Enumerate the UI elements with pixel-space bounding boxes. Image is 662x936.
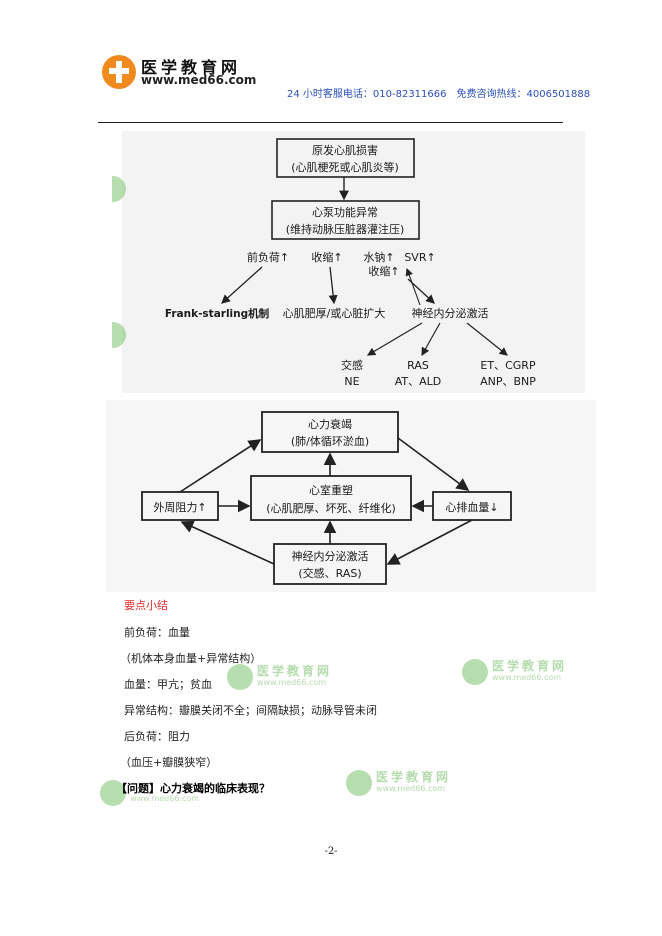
box-output-label: 心排血量↓ [445, 500, 498, 514]
box-primary-damage [276, 138, 415, 178]
box-remodel-line1: 心室重塑 [309, 483, 353, 497]
header-divider [98, 122, 563, 123]
note-blood-volume: 血量：甲亢；贫血 [124, 678, 212, 691]
note-afterload: 后负荷：阻力 [124, 730, 190, 743]
label-at-ald: AT、ALD [395, 375, 442, 388]
watermark-text: 医学教育网 [376, 770, 452, 784]
box-neuro-line2: (交感、RAS) [298, 566, 361, 580]
box-remodel-line2: (心肌肥厚、坏死、纤维化) [266, 501, 396, 515]
watermark-icon [112, 176, 126, 202]
note-abnormal-structure: 异常结构：瓣膜关闭不全；间隔缺损；动脉导管未闭 [124, 704, 377, 717]
box-pump-dysfunction [271, 200, 420, 240]
label-ras: RAS [407, 359, 429, 372]
label-preload: 前负荷↑ [247, 250, 289, 264]
watermark-url: www.med66.com [492, 673, 562, 682]
box-pump-line2: (维持动脉压脏器灌注压) [286, 222, 405, 236]
label-ne: NE [344, 375, 359, 388]
note-preload-detail: （机体本身血量+异常结构） [120, 652, 262, 665]
hotline-text: 24 小时客服电话：010-82311666 免费咨询热线：4006501888 [287, 89, 591, 100]
question-heading: 【问题】心力衰竭的临床表现？ [116, 782, 270, 795]
logo-url: www.med66.com [141, 73, 257, 87]
box-heart-failure [261, 411, 399, 453]
diagram2-vicious-cycle: 心力衰竭 (肺/体循环淤血) 心室重塑 (心肌肥厚、坏死、纤维化) 外周阻力↑ … [106, 400, 596, 592]
watermark-icon [100, 780, 126, 806]
label-hypertrophy: 心肌肥厚/或心脏扩大 [283, 306, 386, 320]
box-primary-damage-line2: (心肌梗死或心肌炎等) [291, 160, 399, 174]
page-number: -2- [324, 846, 338, 857]
logo-cross-icon [109, 61, 129, 83]
label-contract2: 收缩↑ [368, 264, 399, 278]
arrow-hf-to-output [397, 437, 470, 491]
box-resistance-label: 外周阻力↑ [153, 501, 206, 514]
box-pump-line1: 心泵功能异常 [312, 205, 378, 219]
box-primary-damage-line1: 原发心肌损害 [312, 143, 378, 157]
label-et-cgrp: ET、CGRP [480, 359, 536, 372]
arrow-to-hypertrophy [328, 266, 338, 305]
watermark-left-mid [112, 322, 126, 348]
watermark-url: www.med66.com [376, 784, 446, 793]
watermark-url: www.med66.com [130, 794, 200, 803]
arrow-to-frank [221, 266, 263, 304]
label-frank-starling: Frank-starling机制 [165, 307, 269, 320]
watermark-icon [112, 322, 126, 348]
arrow-resistance-to-hf [179, 439, 262, 493]
watermark-icon [462, 659, 488, 685]
label-sodium: 水钠↑ [363, 250, 394, 264]
watermark-icon [227, 664, 253, 690]
arrow-to-sympathetic [366, 322, 423, 356]
label-sympathetic: 交感 [341, 358, 363, 372]
box-remodeling [250, 475, 412, 521]
watermark-left-top [112, 176, 126, 202]
arrow-output-to-neuro [386, 519, 473, 565]
watermark-icon [346, 770, 372, 796]
label-anp-bnp: ANP、BNP [480, 375, 536, 388]
watermark-text: 医学教育网 [492, 659, 568, 673]
arrow-to-et [466, 322, 508, 356]
arrow-neuro-feedback [405, 267, 421, 306]
label-svr: SVR↑ [404, 251, 435, 264]
label-contract: 收缩↑ [311, 250, 342, 264]
box-hf-line1: 心力衰竭 [308, 417, 352, 431]
box-neuro-line1: 神经内分泌激活 [292, 549, 369, 563]
diagram1-pathophysiology: 原发心肌损害 (心肌梗死或心肌炎等) 心泵功能异常 (维持动脉压脏器灌注压) 前… [165, 138, 536, 388]
logo-text: 医学教育网 [141, 58, 242, 77]
watermark-text: 医学教育网 [257, 664, 333, 678]
arrow-to-ras [421, 322, 441, 357]
label-neuro: 神经内分泌激活 [412, 306, 489, 320]
summary-heading: 要点小结 [124, 599, 168, 612]
arrow-neuro-to-resistance [180, 520, 275, 565]
watermark-url: www.med66.com [257, 678, 327, 687]
diagram2-background [106, 400, 596, 592]
box-hf-line2: (肺/体循环淤血) [291, 434, 369, 448]
note-afterload-detail: （血压+瓣膜狭窄） [120, 756, 218, 769]
note-preload: 前负荷：血量 [124, 626, 190, 639]
